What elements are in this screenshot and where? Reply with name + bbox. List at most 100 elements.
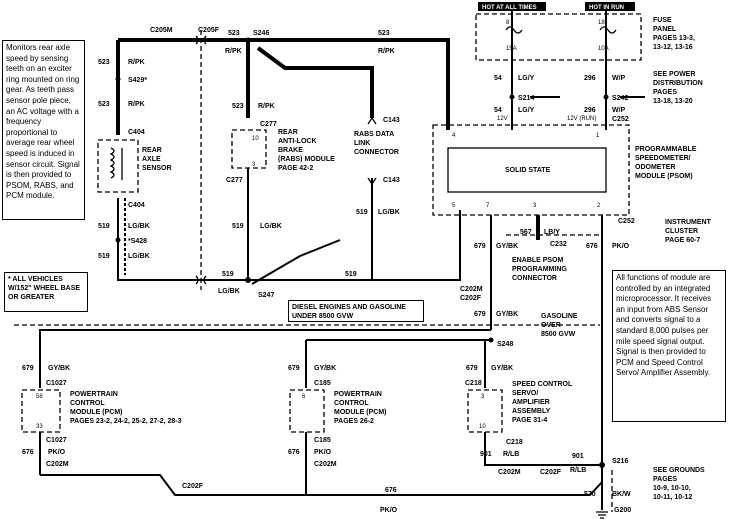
- label-n296-a: 296: [584, 75, 596, 82]
- label-rpk-rabs: R/PK: [258, 103, 275, 110]
- label-pko-a: PK/O: [612, 243, 630, 250]
- label-gybk-a: GY/BK: [496, 243, 518, 250]
- label-n519-f: 519: [345, 271, 357, 278]
- label-c205m: C205M: [150, 27, 173, 34]
- splice-s242: [603, 94, 609, 100]
- label-c252-b: C252: [618, 218, 635, 225]
- label-c202f-d: C202F: [540, 469, 562, 476]
- label-n901-a: 901: [480, 451, 492, 458]
- label-fuse-18: 18: [598, 20, 605, 26]
- sensor-coil-icon: [109, 147, 115, 179]
- label-c202m-b: C202M: [46, 461, 69, 468]
- header-hot-all-times-bg: [478, 2, 546, 11]
- rear-axle-sensor-box: [97, 139, 139, 193]
- label-c143-b: C143: [383, 177, 400, 184]
- label-lgbk-a: LG/BK: [128, 223, 150, 230]
- splice-s247: [245, 277, 251, 283]
- splice-s246-top: [245, 37, 251, 43]
- label-rpk-b: R/PK: [128, 101, 145, 108]
- solid-state-label: SOLID STATE: [505, 167, 551, 174]
- label-rpk-a: R/PK: [128, 59, 145, 66]
- label-n296-b: 296: [584, 107, 596, 114]
- label-c202f-bottom: C202F: [182, 483, 204, 490]
- label-n519-d: 519: [356, 209, 368, 216]
- label-lgy-a: LG/Y: [518, 75, 535, 82]
- label-pin2: 2: [597, 203, 601, 209]
- label-hot-in-run: HOT IN RUN: [589, 5, 624, 11]
- label-n676-a: 676: [586, 243, 598, 250]
- label-pin3: 3: [533, 203, 537, 209]
- splice-s429: [115, 76, 121, 82]
- label-pin6: 6: [302, 394, 306, 400]
- label-n567: 567: [520, 229, 532, 236]
- wire-901: [484, 432, 602, 466]
- label-c202m-d: C202M: [498, 469, 521, 476]
- label-c277-a: C277: [260, 121, 277, 128]
- fuse-15a-icon: [505, 26, 523, 34]
- label-fuse-10a: 10A: [598, 46, 609, 52]
- diesel-note: DIESEL ENGINES AND GASOLINE UNDER 8500 G…: [288, 300, 424, 322]
- label-n519-b: 519: [98, 253, 110, 260]
- label-n676-bottom: 676: [385, 487, 397, 494]
- gasoline-over-label: GASOLINE OVER 8500 GVW: [541, 313, 578, 338]
- label-gybk-b: GY/BK: [496, 311, 518, 318]
- label-s242: S242: [612, 95, 628, 102]
- label-n519-c: 519: [232, 223, 244, 230]
- label-s248: S248: [497, 341, 513, 348]
- label-fuse-8: 8: [506, 20, 510, 26]
- rabs-module-box: [231, 129, 267, 169]
- psom-box: [432, 124, 630, 216]
- label-lgy-b: LG/Y: [518, 107, 535, 114]
- label-n523-rabs: 523: [232, 103, 244, 110]
- label-pin3-rabs: 3: [252, 162, 256, 168]
- label-hot-all-times: HOT AT ALL TIMES: [482, 5, 537, 11]
- rear-axle-sensor-label: REAR AXLE SENSOR: [142, 147, 172, 172]
- label-c185-b: C185: [314, 437, 331, 444]
- label-n679-c: 679: [22, 365, 34, 372]
- label-rpk-link: R/PK: [378, 48, 395, 55]
- module-note: All functions of module are controlled b…: [612, 270, 726, 422]
- label-pin10-scs: 10: [479, 424, 486, 430]
- label-c404-a: C404: [128, 129, 145, 136]
- label-12v: 12V: [497, 116, 508, 122]
- see-grounds-label: SEE GROUNDS PAGES 10-9, 10-10, 10-11, 10…: [653, 467, 705, 501]
- pcm2-box: [289, 389, 325, 433]
- ground-g200-icon: [596, 511, 608, 519]
- label-lby: LB/Y: [544, 229, 560, 236]
- label-pin10: 10: [252, 136, 259, 142]
- splice-s216: [599, 462, 605, 468]
- pcm2-label: POWERTRAIN CONTROL MODULE (PCM) PAGES 26…: [334, 391, 387, 425]
- connector-c205: [195, 35, 207, 45]
- instrument-cluster-label: INSTRUMENT CLUSTER PAGE 60-7: [665, 219, 711, 244]
- label-s246-top: S246: [253, 30, 269, 37]
- label-pko-c: PK/O: [314, 449, 332, 456]
- label-n901-b: 901: [572, 453, 584, 460]
- label-g200: G200: [614, 507, 631, 514]
- label-n679-a: 679: [474, 243, 486, 250]
- label-gybk-c: GY/BK: [48, 365, 70, 372]
- label-n519-e: 519: [222, 271, 234, 278]
- label-s429: S429*: [128, 77, 147, 84]
- label-c202m-a: C202M: [460, 286, 483, 293]
- label-pin1: 1: [596, 133, 600, 139]
- label-wp-a: W/P: [612, 75, 626, 82]
- label-rpk-top: R/PK: [225, 48, 242, 55]
- label-lgbk-d: LG/BK: [378, 209, 400, 216]
- label-c202f-a: C202F: [460, 295, 482, 302]
- splice-s248: [488, 337, 494, 343]
- psom-label: PROGRAMMABLE SPEEDOMETER/ ODOMETER MODUL…: [635, 146, 697, 180]
- label-gybk-d: GY/BK: [314, 365, 336, 372]
- label-c232: C232: [550, 241, 567, 248]
- label-c218-b: C218: [506, 439, 523, 446]
- label-c143-a: C143: [383, 117, 400, 124]
- fuse-10a-icon: [599, 26, 617, 34]
- label-pin4: 4: [452, 133, 456, 139]
- label-wp-b: W/P: [612, 107, 626, 114]
- label-c218-a: C218: [465, 380, 482, 387]
- label-n676-c: 676: [288, 449, 300, 456]
- label-bkw: BK/W: [612, 491, 631, 498]
- power-distribution-label: SEE POWER DISTRIBUTION PAGES 13-18, 13-2…: [653, 71, 703, 105]
- label-s214: S214: [518, 95, 534, 102]
- wire-519-diag: [251, 239, 341, 285]
